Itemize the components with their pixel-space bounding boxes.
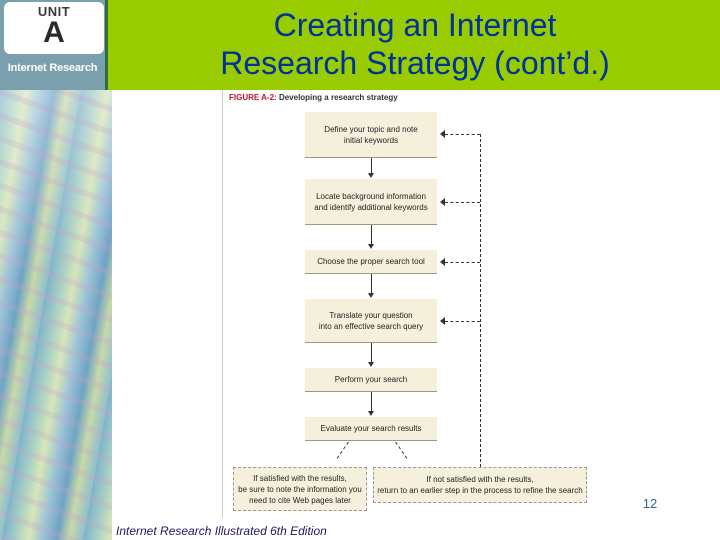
unit-letter: A: [43, 16, 65, 49]
step-line: Evaluate your search results: [320, 424, 422, 433]
step-line: Choose the proper search tool: [317, 257, 425, 266]
step-line: Locate background information: [316, 191, 426, 201]
page-number: 12: [642, 496, 658, 511]
feedback-arrowhead: [440, 317, 445, 325]
outcome-line: If satisfied with the results,: [253, 473, 347, 483]
feedback-loop-to-step-3: [445, 262, 480, 263]
outcome-line: If not satisfied with the results,: [426, 475, 534, 484]
header-bar: [0, 0, 720, 90]
unit-box: UNIT A: [4, 2, 104, 54]
unit-badge: UNIT A Internet Research: [0, 0, 108, 90]
branch-line-not-satisfied: [395, 441, 408, 459]
sidebar-decorative-art: [0, 90, 112, 540]
feedback-arrowhead: [440, 198, 445, 206]
outcome-satisfied: If satisfied with the results, be sure t…: [233, 467, 367, 511]
feedback-arrowhead: [440, 130, 445, 138]
outcome-line: be sure to note the information you: [238, 484, 362, 494]
step-line: initial keywords: [343, 135, 399, 145]
figure-caption-text: Developing a research strategy: [278, 93, 398, 102]
flow-arrow-down: [368, 225, 374, 249]
slide-title-line-1: Creating an Internet: [273, 7, 557, 43]
figure-caption-label: FIGURE A-2:: [229, 93, 277, 102]
figure-panel: FIGURE A-2: Developing a research strate…: [222, 90, 604, 518]
outcome-line: return to an earlier step in the process…: [377, 486, 583, 495]
figure-caption: FIGURE A-2: Developing a research strate…: [229, 93, 398, 102]
footer-edition-text: Internet Research Illustrated 6th Editio…: [116, 524, 327, 538]
feedback-loop-vertical: [480, 134, 481, 467]
outcome-not-satisfied: If not satisfied with the results, retur…: [373, 467, 587, 503]
branch-line-satisfied: [336, 441, 349, 459]
unit-label: UNIT: [37, 4, 71, 19]
step-perform-search: Perform your search: [305, 368, 437, 392]
flow-arrow-down: [368, 343, 374, 367]
step-line: into an effective search query: [318, 321, 424, 331]
flow-arrow-down: [368, 274, 374, 298]
slide-title-line-2: Research Strategy (cont’d.): [220, 45, 610, 81]
feedback-loop-to-step-1: [445, 134, 480, 135]
step-line: and identify additional keywords: [314, 202, 428, 212]
step-line: Perform your search: [334, 375, 408, 384]
unit-course-name: Internet Research: [7, 62, 98, 74]
step-evaluate-results: Evaluate your search results: [305, 417, 437, 441]
step-line: Define your topic and note: [324, 124, 418, 134]
step-line: Translate your question: [329, 310, 413, 320]
feedback-loop-to-step-4: [445, 321, 480, 322]
outcome-line: need to cite Web pages later: [249, 495, 351, 505]
flow-arrow-down: [368, 392, 374, 416]
slide-title: Creating an Internet Research Strategy (…: [130, 6, 700, 82]
step-choose-tool: Choose the proper search tool: [305, 250, 437, 274]
feedback-loop-to-step-2: [445, 202, 480, 203]
feedback-arrowhead: [440, 258, 445, 266]
flow-arrow-down: [368, 158, 374, 178]
